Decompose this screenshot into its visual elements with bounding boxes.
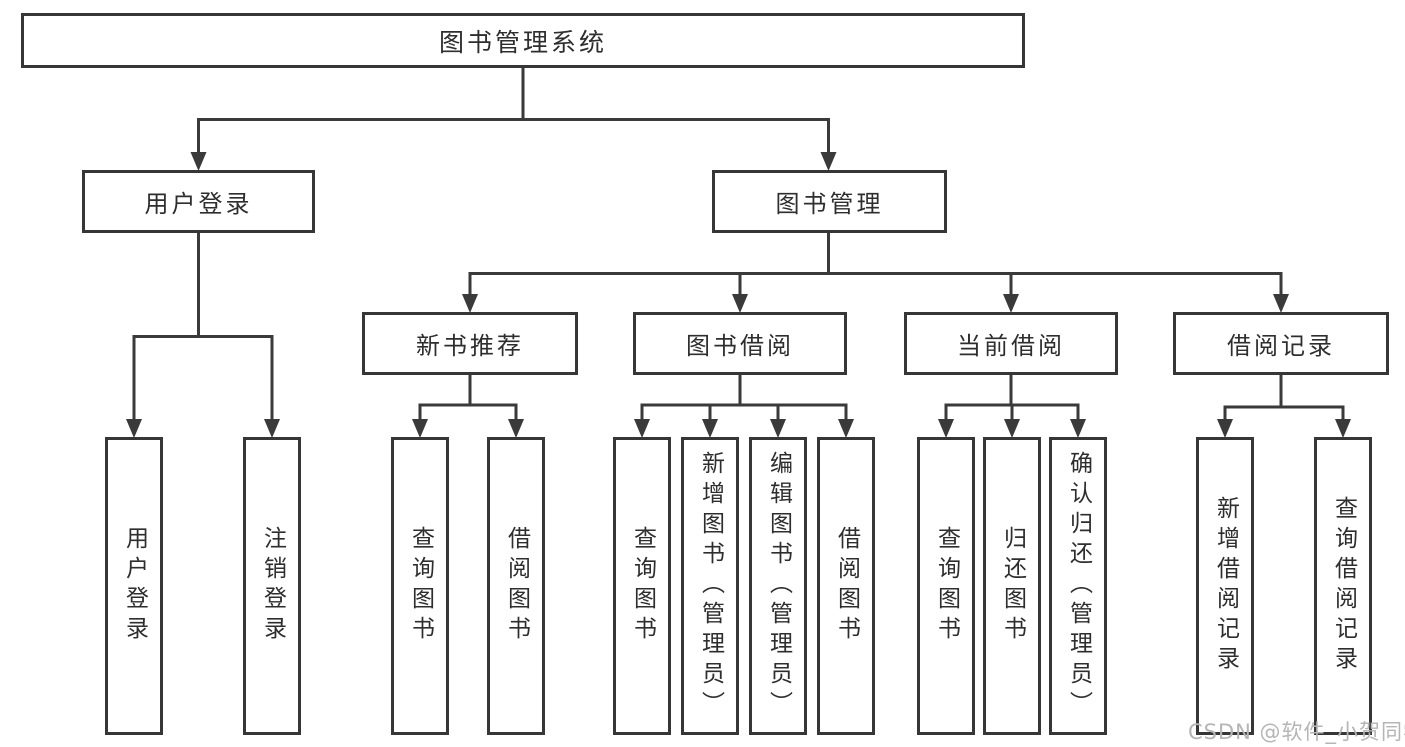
connector-current-to-leaves xyxy=(938,374,1086,438)
leaf-add-books-admin: 新增图书（管理员） xyxy=(681,437,739,735)
leaf-query-borrow-record: 查询借阅记录 xyxy=(1314,437,1372,735)
connector-borrow-to-leaves xyxy=(634,374,854,438)
leaf-add-borrow-record: 新增借阅记录 xyxy=(1196,437,1254,735)
node-book-borrowing: 图书借阅 xyxy=(633,312,847,375)
connector-new-book-to-leaves xyxy=(412,374,524,438)
node-borrowing-records: 借阅记录 xyxy=(1173,312,1389,375)
node-root-library-system: 图书管理系统 xyxy=(21,13,1025,68)
connector-records-to-leaves xyxy=(1217,374,1351,438)
node-book-management: 图书管理 xyxy=(712,170,947,233)
leaf-query-books-recommend: 查询图书 xyxy=(391,437,449,735)
node-user-login: 用户登录 xyxy=(82,170,315,233)
leaf-edit-books-admin: 编辑图书（管理员） xyxy=(749,437,807,735)
leaf-borrow-books-recommend: 借阅图书 xyxy=(487,437,545,735)
leaf-user-login: 用户登录 xyxy=(105,437,163,735)
node-new-book-recommendation: 新书推荐 xyxy=(362,312,578,375)
leaf-query-books-current: 查询图书 xyxy=(917,437,975,735)
leaf-borrow-books: 借阅图书 xyxy=(817,437,875,735)
connector-user-login-to-leaves xyxy=(126,233,280,438)
leaf-confirm-return-admin: 确认归还（管理员） xyxy=(1049,437,1107,735)
connector-book-mgmt-to-level3 xyxy=(462,231,1289,313)
leaf-query-books-borrow: 查询图书 xyxy=(613,437,671,735)
csdn-watermark: CSDN @软件_小贺同学 xyxy=(1188,720,1405,744)
connector-root-to-level2 xyxy=(190,68,837,171)
leaf-logout: 注销登录 xyxy=(243,437,301,735)
node-current-borrowing: 当前借阅 xyxy=(904,312,1118,375)
leaf-return-books: 归还图书 xyxy=(983,437,1041,735)
